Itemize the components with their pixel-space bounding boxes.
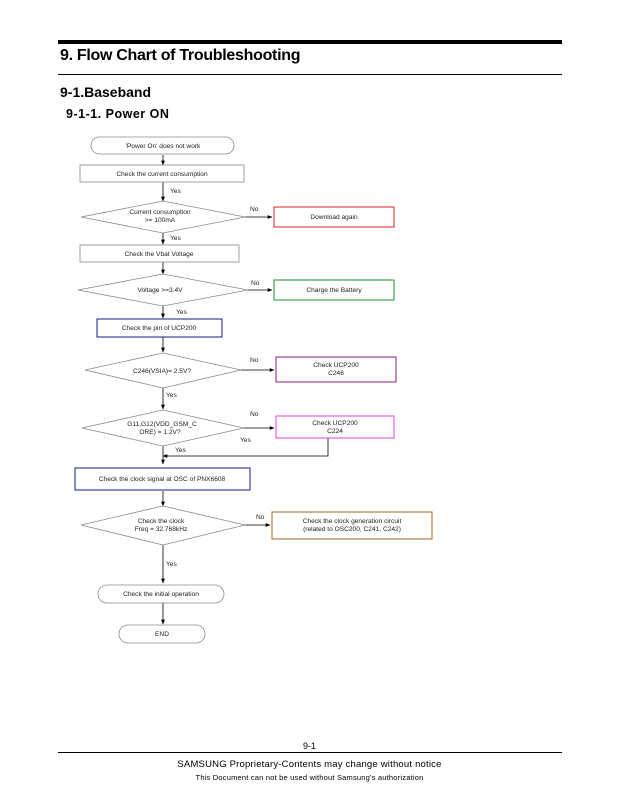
footer-notice: SAMSUNG Proprietary-Contents may change … <box>177 759 442 770</box>
end-label: END <box>155 631 169 638</box>
consumption-decision <box>80 200 246 234</box>
end-terminator <box>118 624 206 644</box>
check-consumption-label: Check the current consumption <box>116 171 208 178</box>
clock-circuit-box <box>271 511 433 540</box>
no-label: No <box>251 280 260 287</box>
clock-decision <box>80 505 246 546</box>
check-clock-signal-box <box>74 467 251 491</box>
subsection-title: 9-1-1. Power ON <box>66 107 170 121</box>
check-ucp-c224-line2: C224 <box>327 428 343 435</box>
no-label: No <box>250 206 259 213</box>
clock-decision-line2: Freq = 32.768kHz <box>135 526 188 533</box>
consumption-decision-line2: >= 100mA <box>145 217 176 224</box>
charge-battery-label: Charge the Battery <box>306 287 362 294</box>
g11-decision-line2: ORE) = 1.2V? <box>139 429 181 436</box>
no-label: No <box>256 514 265 521</box>
yes-label: Yes <box>166 392 177 399</box>
check-ucp-c224-box <box>275 415 395 439</box>
clock-decision-line1: Check the clock <box>138 518 185 525</box>
check-vbat-label: Check the Vbat Voltage <box>125 251 194 258</box>
g11-decision <box>81 409 245 447</box>
footer-authorization: This Document can not be used without Sa… <box>195 773 424 782</box>
yes-label: Yes <box>175 447 186 454</box>
check-initial-box <box>97 584 225 604</box>
header-rule <box>58 74 562 75</box>
check-ucp-c246-box <box>275 356 397 383</box>
no-label: No <box>250 411 259 418</box>
clock-circuit-line1: Check the clock generation circuit <box>303 518 402 525</box>
check-clock-signal-label: Check the clock signal at OSC of PNX6608 <box>99 476 226 483</box>
yes-label: Yes <box>170 188 181 195</box>
c246-decision-label: C246(VSIA)= 2.5V? <box>133 368 191 375</box>
consumption-decision-line1: Current consumption <box>129 209 191 216</box>
check-consumption-box <box>79 164 245 183</box>
check-ucp-c224-line1: Check UCP200 <box>312 420 358 427</box>
download-again-label: Download again <box>310 214 358 221</box>
yes-label: Yes <box>176 309 187 316</box>
yes-label: Yes <box>166 561 177 568</box>
yes-label: Yes <box>170 235 181 242</box>
check-vbat-box <box>79 244 240 263</box>
check-pin-label: Check the pin of UCP200 <box>122 325 197 332</box>
download-again-box <box>273 206 395 228</box>
voltage-decision <box>77 273 249 307</box>
start-terminator <box>90 136 235 155</box>
yes-label: Yes <box>240 437 251 444</box>
check-pin-box <box>96 318 223 338</box>
chapter-title: 9. Flow Chart of Troubleshooting <box>60 47 301 64</box>
g11-decision-line1: G11,G12(VDD_GSM_C <box>127 421 197 428</box>
no-label: No <box>250 357 259 364</box>
voltage-decision-label: Voltage >=3.4V <box>137 287 183 294</box>
start-label: 'Power On' does not work <box>126 143 201 150</box>
charge-battery-box <box>273 279 395 301</box>
page-number: 9-1 <box>302 741 316 751</box>
check-initial-label: Check the initial operation <box>123 591 199 598</box>
c246-decision <box>84 352 242 389</box>
section-title: 9-1.Baseband <box>60 84 152 100</box>
clock-circuit-line2: (related to OSC200, C241, C242) <box>303 526 401 533</box>
connectors <box>161 155 329 625</box>
check-ucp-c246-line1: Check UCP200 <box>313 362 359 369</box>
header-rule-thick <box>58 40 562 44</box>
footer-rule <box>58 752 562 753</box>
check-ucp-c246-line2: C246 <box>328 370 344 377</box>
